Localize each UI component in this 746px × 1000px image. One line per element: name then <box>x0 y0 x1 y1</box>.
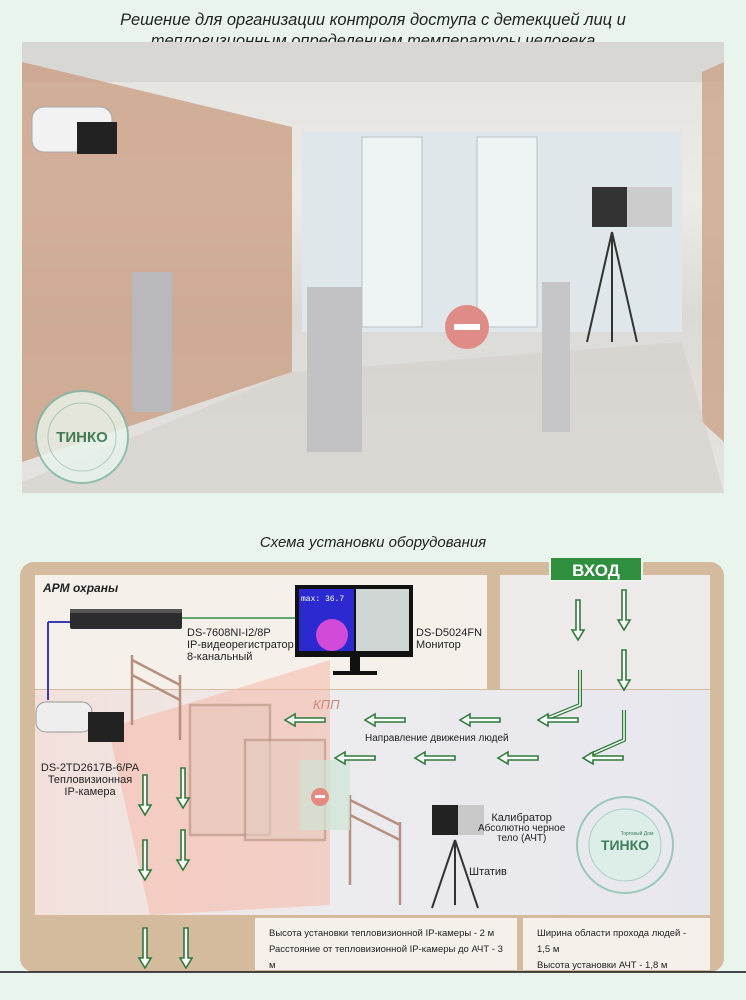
nvr-type: IP-видеорегистратор <box>187 639 294 651</box>
info-camera-distance: Расстояние от тепловизионной IP-камеры д… <box>269 944 503 971</box>
monitor-type: Монитор <box>416 639 461 651</box>
calibrator-label: Калибратор Абсолютно черное тело (АЧТ) <box>478 812 565 844</box>
calibrator-icon <box>431 805 484 909</box>
monitor-label: DS-D5024FN Монитор <box>416 627 482 651</box>
nvr-channels: 8-канальный <box>187 651 253 663</box>
camera-type: Тепловизионная <box>47 774 133 786</box>
monitor-screen-text: max: 36.7 <box>301 595 344 604</box>
nvr-model: DS-7608NI-I2/8P <box>187 627 271 639</box>
calibrator-title: Калибратор <box>491 812 552 824</box>
post <box>542 282 570 432</box>
monitor-icon <box>295 585 413 675</box>
direction-label: Направление движения людей <box>365 733 509 744</box>
checkpoint-label: КПП <box>313 697 340 712</box>
wood-wall-left <box>22 62 292 462</box>
camera-label: DS-2TD2617B-6/PA Тепловизионная IP-камер… <box>30 762 150 798</box>
calibrator-desc-2: тело (АЧТ) <box>496 833 547 844</box>
camera-type-2: IP-камера <box>64 786 116 798</box>
thermal-camera-icon <box>35 701 124 742</box>
info-calibrator-height: Высота установки АЧТ - 1,8 м <box>537 960 668 971</box>
nvr-icon <box>70 609 182 629</box>
checkpoint-photo: ТИНКО <box>22 42 724 493</box>
svg-text:ТИНКО: ТИНКО <box>56 429 108 446</box>
info-pass-width: Ширина области прохода людей - 1,5 м <box>537 928 687 955</box>
info-box-left: Высота установки тепловизионной IP-камер… <box>255 918 517 971</box>
tinko-stamp: ТИНКО Торговый Дом <box>576 796 674 894</box>
svg-text:Торговый Дом: Торговый Дом <box>621 830 654 837</box>
camera-model: DS-2TD2617B-6/PA <box>40 762 140 774</box>
tripod-label: Штатив <box>469 866 507 878</box>
info-box-right: Ширина области прохода людей - 1,5 м Выс… <box>523 918 710 971</box>
corridor-area <box>500 575 710 689</box>
tinko-stamp-photo: ТИНКО <box>35 390 129 484</box>
apm-label: АРМ охраны <box>43 581 119 595</box>
monitor-model: DS-D5024FN <box>416 627 483 639</box>
svg-text:ТИНКО: ТИНКО <box>601 837 649 853</box>
photo-illustration: ТИНКО <box>22 42 724 493</box>
entrance-label: ВХОД <box>549 556 643 582</box>
nvr-label: DS-7608NI-I2/8P IP-видеорегистратор 8-ка… <box>187 627 294 663</box>
info-camera-height: Высота установки тепловизионной IP-камер… <box>269 928 495 939</box>
calibrator-desc-1: Абсолютно черное <box>478 823 566 834</box>
turnstile-1 <box>132 272 172 412</box>
scheme-caption: Схема установки оборудования <box>259 534 487 551</box>
turnstile-2 <box>307 287 362 452</box>
movement-arrows <box>138 589 631 969</box>
title-line-1: Решение для организации контроля доступа… <box>120 11 626 29</box>
